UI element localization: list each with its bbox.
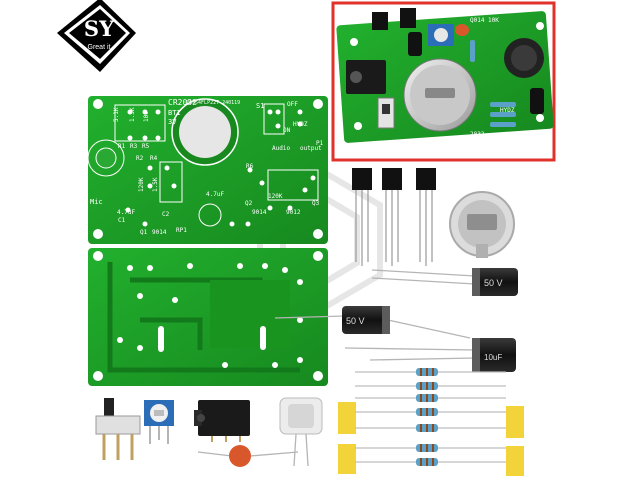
ic-label: 71954FLP227 240119 [186,100,240,106]
logo-tagline: Great it [88,44,111,51]
cap-value-3: 10uF [484,353,502,362]
loose-battery-holder [449,191,515,258]
resistor-ref-3: R5 [142,143,150,150]
switch-label: S1 [256,102,264,110]
trim-potentiometer [144,400,174,444]
cap-voltage-2: 50 V [346,316,365,326]
transistor-1: 9014 [152,229,167,236]
cap-ref-1: C1 [118,217,126,224]
resistor-ref-2: R3 [130,143,138,150]
p1-label: P1 [316,140,324,147]
off-label: OFF [287,101,298,108]
q-ref-3: Q3 [312,200,320,207]
loose-transistors [352,168,436,266]
pcb-bottom-side [88,248,328,386]
bt-voltage: 3V [168,118,177,126]
q-ref-2: Q2 [245,200,253,207]
transistor-2: 9014 [252,209,267,216]
loose-audio-jack [194,400,250,442]
hydz-label: HYDZ [293,121,308,128]
bt-label: BT1 [168,109,181,117]
assembled-label-a: Q014 10K [470,17,499,24]
output-label: output [300,145,322,152]
assembled-board-inset: Q014 10K HYDZ 2032 [331,1,556,162]
transistor-3: 9012 [286,209,301,216]
loose-microphone [279,397,323,467]
battery-label: CR2032 [168,98,197,107]
ceramic-capacitor [197,445,299,467]
audio-jack [346,60,386,94]
mic-label: Mic [90,198,103,206]
assembled-label-b: HYDZ [500,107,515,114]
resistor-value-6: 120K [268,193,283,200]
electrolytic-capacitors: 50 V 50 V 10uF [274,268,518,372]
resistor-ref-6: R6 [246,163,254,170]
battery-pad [179,106,231,158]
cap-value-1: 4.7uF [206,191,224,198]
resistor-value-4: 120K [138,177,145,192]
assembled-label-c: 2032 [470,131,485,138]
brand-logo: SY Great it [57,0,136,72]
logo-mark: SY [84,16,115,41]
resistor-ref-5: R4 [150,155,158,162]
cap-value-2: 4.7uF [117,209,135,216]
resistor-value-2: 1.3K [129,107,136,122]
resistor-ref-4: R2 [136,155,144,162]
q-ref-1: Q1 [140,229,148,236]
audio-label: Audio [272,145,290,152]
rp-ref: RP1 [176,227,187,234]
resistor-value-1: 5.1K [113,107,120,122]
pcb-top-side: CR2032 BT1 3V 71954FLP227 240119 S1 ON O… [87,96,328,244]
cap-voltage-1: 50 V [484,278,503,288]
resistor-ref-1: R1 [118,143,126,150]
on-label: ON [283,127,291,134]
resistor-value-5: 1.5K [152,177,159,192]
cap-ref-2: C2 [162,211,170,218]
slide-switch [95,398,141,460]
resistor-strip [338,368,524,476]
resistor-value-3: 100 [143,111,150,122]
